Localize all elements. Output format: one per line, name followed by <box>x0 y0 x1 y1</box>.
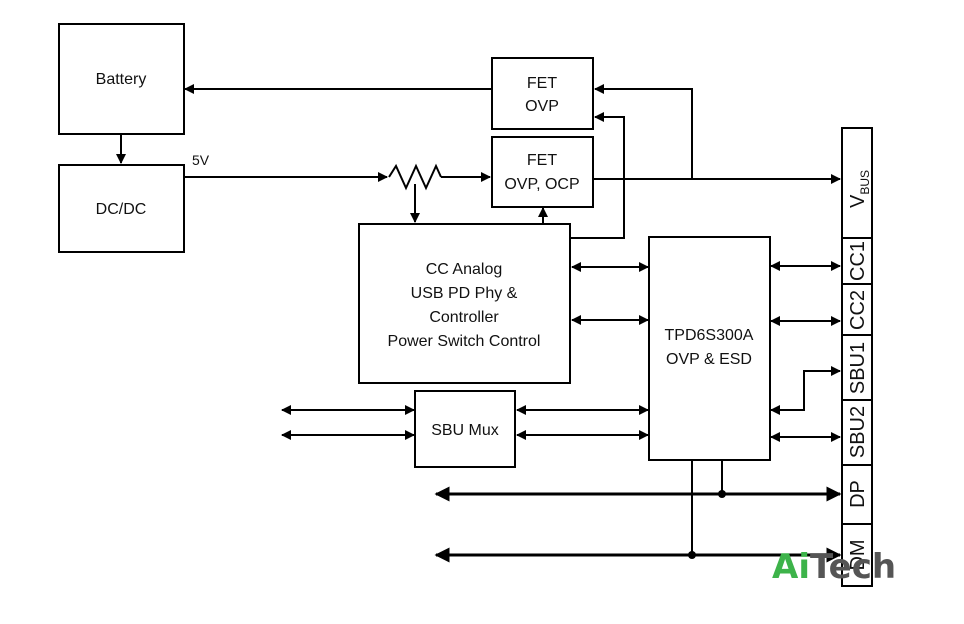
fet-ovp-line2: OVP <box>525 98 559 115</box>
battery-block: Battery <box>58 23 185 135</box>
cc-analog-line1: CC Analog <box>426 261 503 278</box>
voltage-label: 5V <box>192 152 210 168</box>
wires <box>116 84 842 563</box>
watermark-logo: AiTech <box>772 547 896 587</box>
fet-ocp-line2: OVP, OCP <box>504 176 579 193</box>
fet-ovp-ocp-block: FET OVP, OCP <box>491 136 594 208</box>
cc-analog-line2: USB PD Phy & <box>411 285 518 302</box>
usb-c-connector: VBUS CC1 CC2 SBU1 SBU2 DP DM <box>841 127 873 587</box>
cc1-pin-label: CC1 <box>847 241 869 281</box>
tpd6s300a-block: TPD6S300A OVP & ESD <box>648 236 771 461</box>
sbu1-pin-link <box>770 366 841 415</box>
sbu1-pin-label: SBU1 <box>847 342 869 394</box>
cc2-pin-label: CC2 <box>847 290 869 330</box>
sbu2-pin-label: SBU2 <box>847 406 869 458</box>
dp-junction <box>718 490 726 498</box>
dcdc-block: DC/DC <box>58 164 185 253</box>
tpd-line2: OVP & ESD <box>666 351 752 368</box>
sbu-mux-label: SBU Mux <box>431 422 499 439</box>
sbu-mux-block: SBU Mux <box>414 390 516 468</box>
cc-analog-block: CC Analog USB PD Phy & Controller Power … <box>358 223 571 384</box>
cc-analog-line3: Controller <box>429 309 499 326</box>
fet-ovp-block: FET OVP <box>491 57 594 130</box>
dp-pin-label: DP <box>847 480 869 508</box>
dcdc-label: DC/DC <box>96 201 147 218</box>
vbus-in-wire <box>594 84 693 179</box>
dm-junction <box>688 551 696 559</box>
vbus-pin-label: VBUS <box>847 170 872 208</box>
sense-resistor <box>388 163 442 191</box>
fet-ocp-line1: FET <box>527 152 557 169</box>
gate-ctrl-ovp-wire <box>570 112 625 239</box>
tpd-line1: TPD6S300A <box>665 327 754 344</box>
dm-pin-label: DM <box>847 539 869 570</box>
battery-label: Battery <box>96 71 147 88</box>
fet-ovp-line1: FET <box>527 75 557 92</box>
cc-analog-line4: Power Switch Control <box>388 333 541 350</box>
